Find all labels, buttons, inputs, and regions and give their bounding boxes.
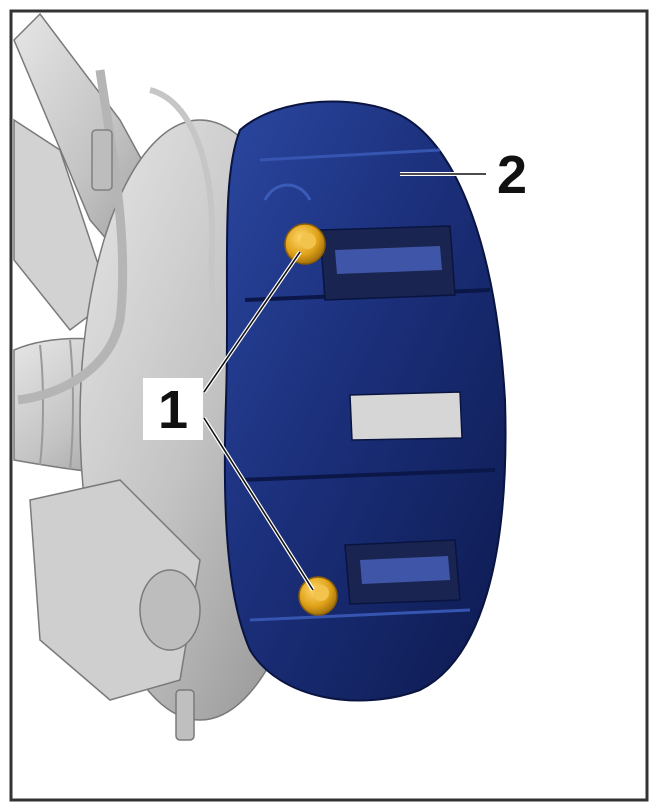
brake-caliper: [223, 100, 507, 702]
hose-fitting: [91, 129, 113, 191]
callout-2-background: [486, 146, 538, 202]
callout-2: 2: [497, 145, 527, 205]
caliper-bolt-lower: [298, 576, 338, 616]
callout-1: 1: [158, 380, 188, 440]
caliper-bolt-upper: [284, 223, 326, 265]
callout-1-background: [143, 378, 203, 440]
leader-lines: [202, 172, 486, 592]
